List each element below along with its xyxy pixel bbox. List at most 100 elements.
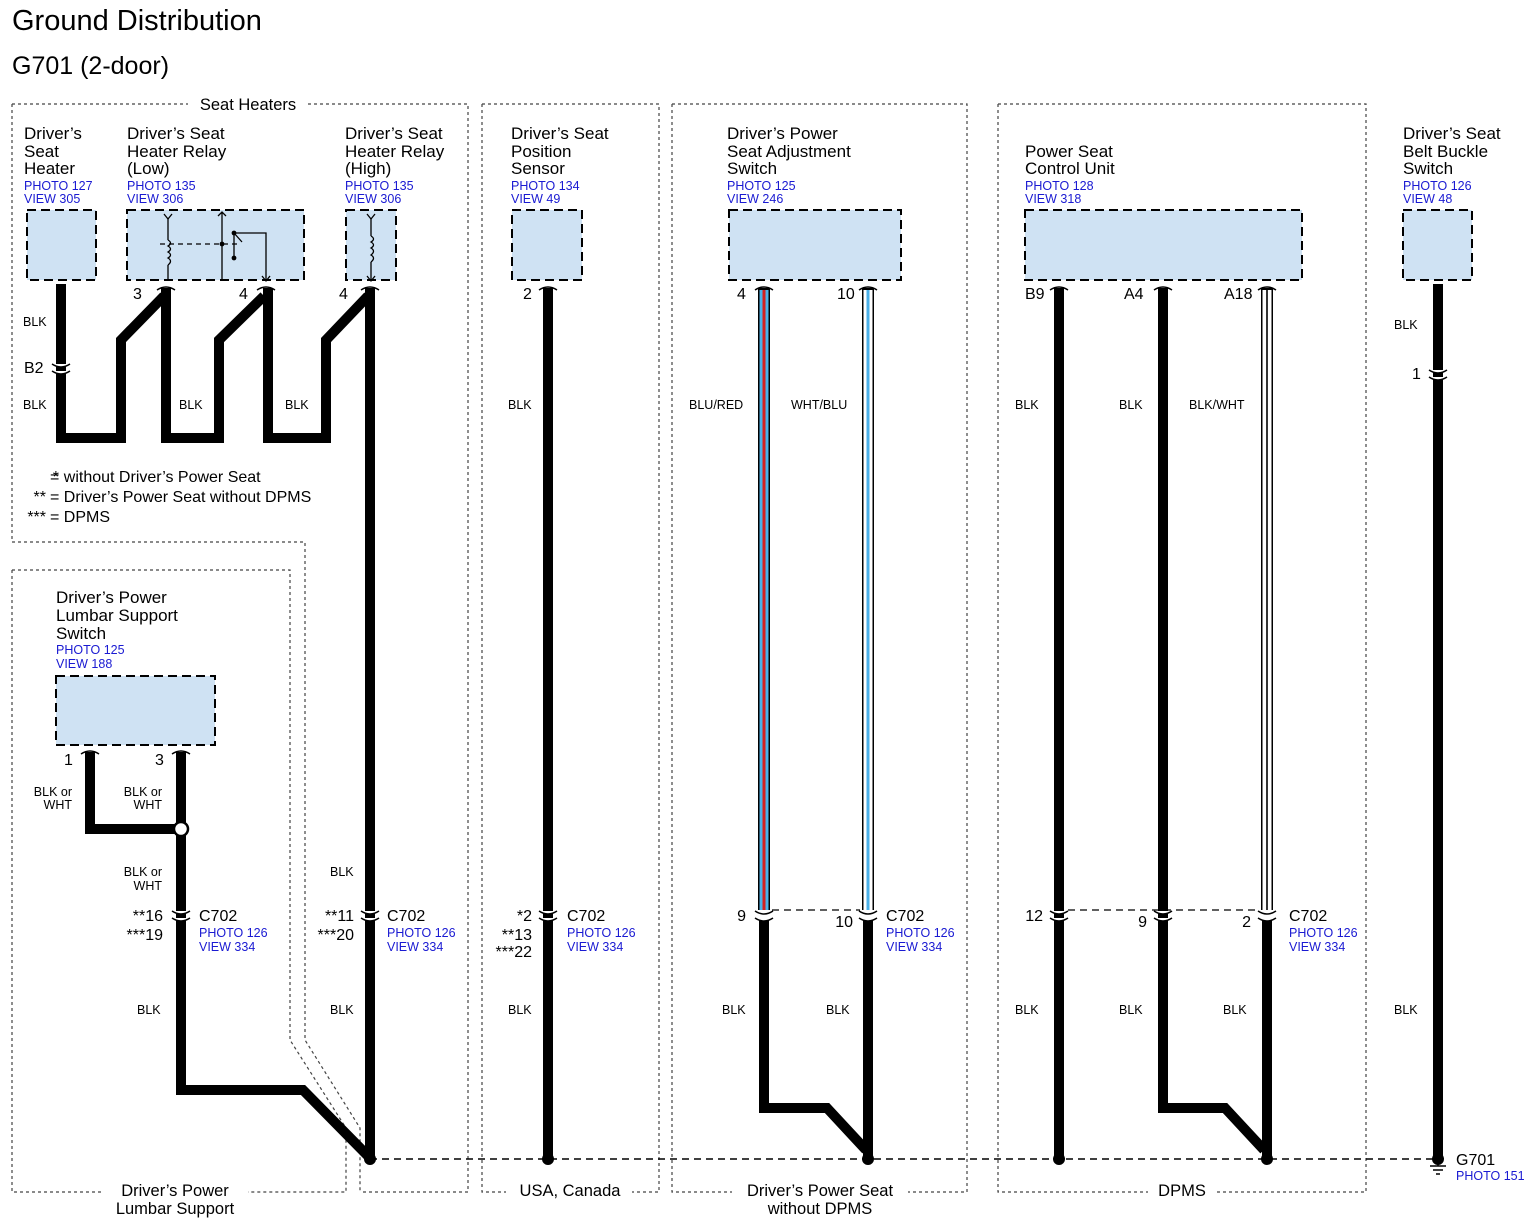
pin-number: A4 [1124, 286, 1144, 303]
position-sensor-box [511, 209, 583, 281]
pin-number: 3 [155, 752, 164, 769]
c702-pin: **11 [325, 908, 354, 925]
connector-marks [51, 363, 1448, 922]
c702-photo: PHOTO 126 [567, 926, 636, 940]
wire-heater-to-relay-low [56, 284, 168, 443]
c702-name: C702 [886, 908, 924, 925]
wire-lumbar-pin3 [176, 752, 372, 1160]
c702-heater: **11 ***20 C702 PHOTO 126 VIEW 334 [318, 908, 456, 954]
group-label-no-dpms-1: Driver’s Power Seat [747, 1182, 894, 1200]
wire-relay-low-loop [161, 288, 268, 443]
component-name-line: (Low) [127, 159, 170, 178]
wire-color-label: BLK [508, 398, 532, 412]
wire-labels: BLK BLK BLK BLK BLK BLU/RED WHT/BLU BLK … [23, 315, 1418, 1017]
legend-text: = without Driver’s Power Seat [50, 469, 261, 486]
wire-color-label: BLK [179, 398, 203, 412]
seat-heater-box [26, 209, 97, 281]
page-title: Ground Distribution [12, 5, 262, 37]
pin-number: B9 [1025, 286, 1045, 303]
pin-number: 10 [837, 286, 855, 303]
pin-number: B2 [24, 360, 44, 377]
seat-heaters-frame [11, 103, 469, 1193]
component-name-line: Heater Relay [345, 142, 445, 161]
c702-pin: **16 [133, 908, 163, 925]
c702-view: VIEW 334 [886, 940, 942, 954]
wire-color-label: BLK [1394, 318, 1418, 332]
component-name-line: Heater Relay [127, 142, 227, 161]
wire-color-label: BLK [285, 398, 309, 412]
ground-photo-ref: PHOTO 151 [1456, 1169, 1525, 1183]
lumbar-frame [11, 569, 347, 1193]
c702-sensor: *2 **13 ***22 C702 PHOTO 126 VIEW 334 [496, 908, 636, 961]
component-name-line: Switch [727, 159, 777, 178]
component-name-line: Lumbar Support [56, 606, 178, 625]
photo-ref: PHOTO 125 [56, 643, 125, 657]
photo-ref: PHOTO 125 [727, 179, 796, 193]
c702-pin: **13 [502, 927, 532, 944]
legend-mark: * [53, 469, 59, 486]
c702-name: C702 [1289, 908, 1327, 925]
wire-color-label: BLK [1015, 1003, 1039, 1017]
legend-mark: *** [27, 509, 46, 526]
pin-labels: 3 4 4 B2 2 4 10 B9 A4 A18 1 1 3 [24, 286, 1421, 769]
relay-high-box [345, 209, 397, 283]
c702-view: VIEW 334 [387, 940, 443, 954]
component-position-sensor: Driver’s Seat Position Sensor PHOTO 134 … [511, 124, 609, 206]
c702-view: VIEW 334 [567, 940, 623, 954]
c702-switch: 9 10 C702 PHOTO 126 VIEW 334 [737, 908, 955, 954]
photo-ref: PHOTO 134 [511, 179, 580, 193]
component-name-line: Control Unit [1025, 159, 1115, 178]
lumbar-splice [172, 820, 190, 838]
component-name-line: Driver’s Seat [1403, 124, 1501, 143]
group-label-dpms: DPMS [1158, 1182, 1206, 1200]
wire-color-label: WHT [134, 879, 163, 893]
wire-color-label: BLK [330, 865, 354, 879]
legend: * = without Driver’s Power Seat ** = Dri… [27, 469, 311, 526]
wire-color-label: WHT/BLU [791, 398, 847, 412]
control-unit-box [1024, 209, 1303, 281]
ground-symbol [1430, 1159, 1446, 1175]
photo-ref: PHOTO 127 [24, 179, 93, 193]
component-name-line: Belt Buckle [1403, 142, 1488, 161]
c702-pin: 10 [835, 914, 853, 931]
component-name-line: Switch [56, 624, 106, 643]
component-name-line: Driver’s Seat [345, 124, 443, 143]
pin-ticks [80, 286, 1277, 755]
component-name-line: Position [511, 142, 571, 161]
pin-number: 1 [1412, 366, 1421, 383]
legend-text: = Driver’s Power Seat without DPMS [50, 489, 311, 506]
wires [56, 284, 1443, 1160]
wire-color-label: BLK [1394, 1003, 1418, 1017]
c702-view: VIEW 334 [1289, 940, 1345, 954]
group-label-no-dpms-2: without DPMS [767, 1200, 873, 1218]
view-ref: VIEW 318 [1025, 192, 1081, 206]
lumbar-switch-box [55, 675, 216, 746]
pin-number: 1 [64, 752, 73, 769]
wire-color-label: BLK [826, 1003, 850, 1017]
usa-canada-frame [481, 103, 660, 1193]
component-name-line: Driver’s Seat [127, 124, 225, 143]
pin-number: 4 [339, 286, 348, 303]
group-label-lumbar-2: Lumbar Support [116, 1200, 235, 1218]
wire-color-label: BLK or [124, 865, 162, 879]
wire-color-label: WHT [44, 798, 73, 812]
group-label-usa-canada: USA, Canada [520, 1182, 622, 1200]
component-name-line: Heater [24, 159, 75, 178]
component-name-line: Driver’s Power [56, 588, 167, 607]
wire-color-label: BLK [508, 1003, 532, 1017]
view-ref: VIEW 188 [56, 657, 112, 671]
wire-color-label: WHT [134, 798, 163, 812]
wire-color-label: BLK/WHT [1189, 398, 1245, 412]
c702-pin: 2 [1242, 914, 1251, 931]
legend-text: = DPMS [50, 509, 110, 526]
wire-lumbar-pin1 [85, 752, 180, 834]
photo-ref: PHOTO 135 [127, 179, 196, 193]
ground-label: G701 [1456, 1152, 1495, 1169]
no-dpms-frame [671, 103, 968, 1193]
c702-lumbar: **16 ***19 C702 PHOTO 126 VIEW 334 [127, 908, 268, 954]
component-name-line: Seat [24, 142, 59, 161]
component-name-line: Switch [1403, 159, 1453, 178]
component-name-line: Seat Adjustment [727, 142, 851, 161]
ground-bus-nodes [364, 1153, 1444, 1165]
